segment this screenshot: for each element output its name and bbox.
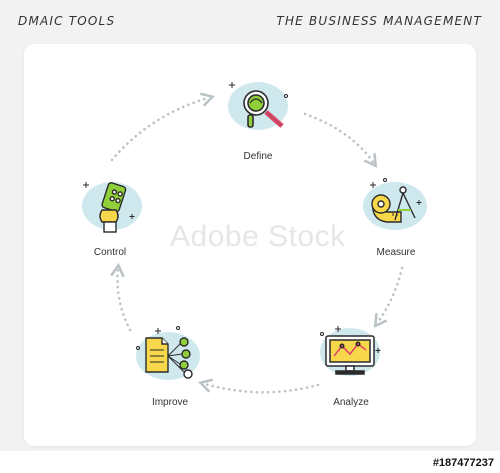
arrow-improve-to-control: [110, 262, 132, 332]
control-node: [82, 182, 142, 233]
watermark: Adobe Stock: [170, 220, 346, 253]
measure-node: [363, 178, 427, 230]
step-label-improve: Improve: [151, 397, 189, 408]
header-right-title: THE BUSINESS MANAGEMENT: [276, 14, 482, 28]
footer-bar: #187477237: [0, 451, 500, 473]
remote-control-icon: [99, 182, 127, 233]
step-label-define: Define: [243, 151, 273, 162]
improve-node: [136, 326, 200, 380]
define-node: [228, 82, 288, 130]
arrow-define-to-measure: [303, 112, 378, 168]
stock-id: #187477237: [432, 457, 494, 469]
checklist-icon: [145, 337, 193, 379]
step-label-control: Control: [93, 247, 127, 258]
step-label-analyze: Analyze: [333, 397, 369, 408]
monitor-chart-icon: [325, 335, 375, 375]
arrow-analyze-to-improve: [198, 378, 320, 394]
arrow-measure-to-analyze: [373, 266, 404, 328]
step-label-measure: Measure: [376, 247, 416, 258]
magnifier-icon: [243, 90, 284, 128]
arrow-control-to-define: [110, 92, 215, 162]
analyze-node: [320, 326, 381, 376]
cycle-arrows: [110, 92, 404, 394]
tape-compass-icon: [371, 186, 416, 223]
header-left-title: DMAIC TOOLS: [18, 14, 116, 28]
